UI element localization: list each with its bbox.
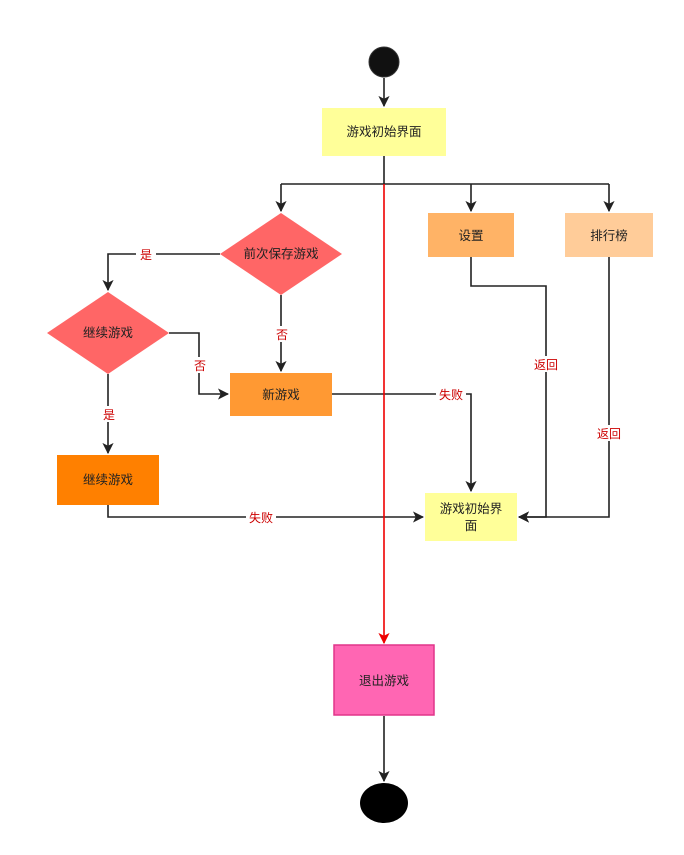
saved-game-decision-label: 前次保存游戏 — [243, 246, 318, 261]
new-game-node: 新游戏 — [230, 373, 332, 416]
edge-label-no-1: 否 — [276, 328, 288, 342]
edge-label-return-1: 返回 — [534, 358, 558, 372]
saved-game-decision-node: 前次保存游戏 — [220, 213, 342, 295]
new-game-label: 新游戏 — [262, 387, 300, 402]
exit-game-node: 退出游戏 — [333, 644, 435, 716]
edge-label-yes-2-group: 是 — [99, 406, 119, 422]
edge-label-fail-2: 失败 — [249, 510, 273, 525]
edge-label-yes-1: 是 — [140, 248, 152, 262]
edge-label-fail-1-group: 失败 — [436, 386, 466, 402]
end-node — [360, 783, 408, 823]
continue-game-node: 继续游戏 — [57, 455, 159, 505]
edge-label-no-2: 否 — [194, 359, 206, 373]
initial-screen-2-label-line2: 面 — [465, 518, 478, 533]
edge-label-fail-2-group: 失败 — [246, 509, 276, 525]
edge-label-return-2-group: 返回 — [594, 425, 624, 441]
settings-label: 设置 — [458, 228, 483, 243]
edge-label-no-2-group: 否 — [190, 357, 210, 373]
edge-label-return-1-group: 返回 — [531, 356, 561, 372]
initial-screen-node: 游戏初始界面 — [322, 108, 446, 156]
edge-label-fail-1: 失败 — [439, 387, 463, 402]
edge-settings-return — [470, 257, 547, 523]
continue-game-label: 继续游戏 — [83, 472, 133, 487]
start-node — [368, 46, 400, 78]
edge-label-return-2: 返回 — [597, 427, 621, 441]
exit-game-label: 退出游戏 — [359, 673, 409, 688]
leaderboard-label: 排行榜 — [590, 228, 628, 243]
edge-label-no-1-group: 否 — [272, 326, 292, 342]
edge-newgame-fail — [332, 393, 477, 493]
initial-screen-2-label-line1: 游戏初始界 — [440, 501, 503, 516]
edge-continuegame-fail — [107, 505, 425, 523]
edge-saved-yes — [102, 253, 220, 292]
edge-label-yes-1-group: 是 — [136, 246, 156, 262]
edge-leaderboard-return — [517, 257, 610, 523]
initial-screen-2-node: 游戏初始界 面 — [425, 493, 517, 541]
leaderboard-node: 排行榜 — [565, 213, 653, 257]
continue-decision-node: 继续游戏 — [47, 292, 169, 374]
edge-label-yes-2: 是 — [103, 408, 115, 422]
initial-screen-label: 游戏初始界面 — [346, 124, 421, 139]
settings-node: 设置 — [428, 213, 514, 257]
continue-decision-label: 继续游戏 — [83, 325, 133, 340]
